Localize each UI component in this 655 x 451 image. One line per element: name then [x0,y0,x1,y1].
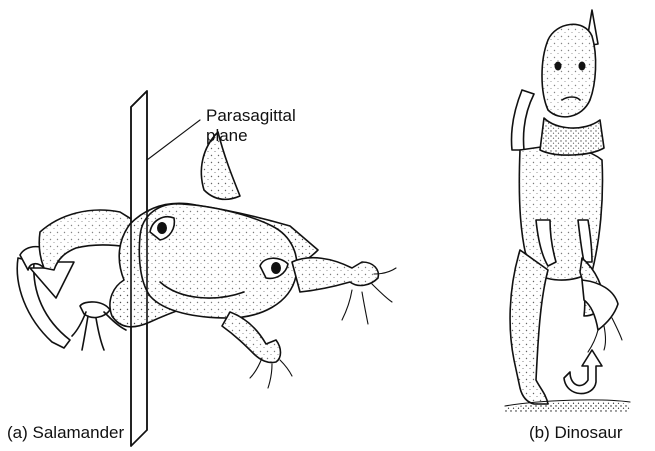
plane-label-line2: plane [206,126,296,146]
caption-salamander: (a) Salamander [7,423,124,443]
plane-label: Parasagittal plane [206,106,296,146]
plane-label-line1: Parasagittal [206,106,296,126]
dinosaur-figure [505,10,630,412]
curved-arrow-up-icon [564,350,602,394]
caption-dinosaur: (b) Dinosaur [529,423,623,443]
